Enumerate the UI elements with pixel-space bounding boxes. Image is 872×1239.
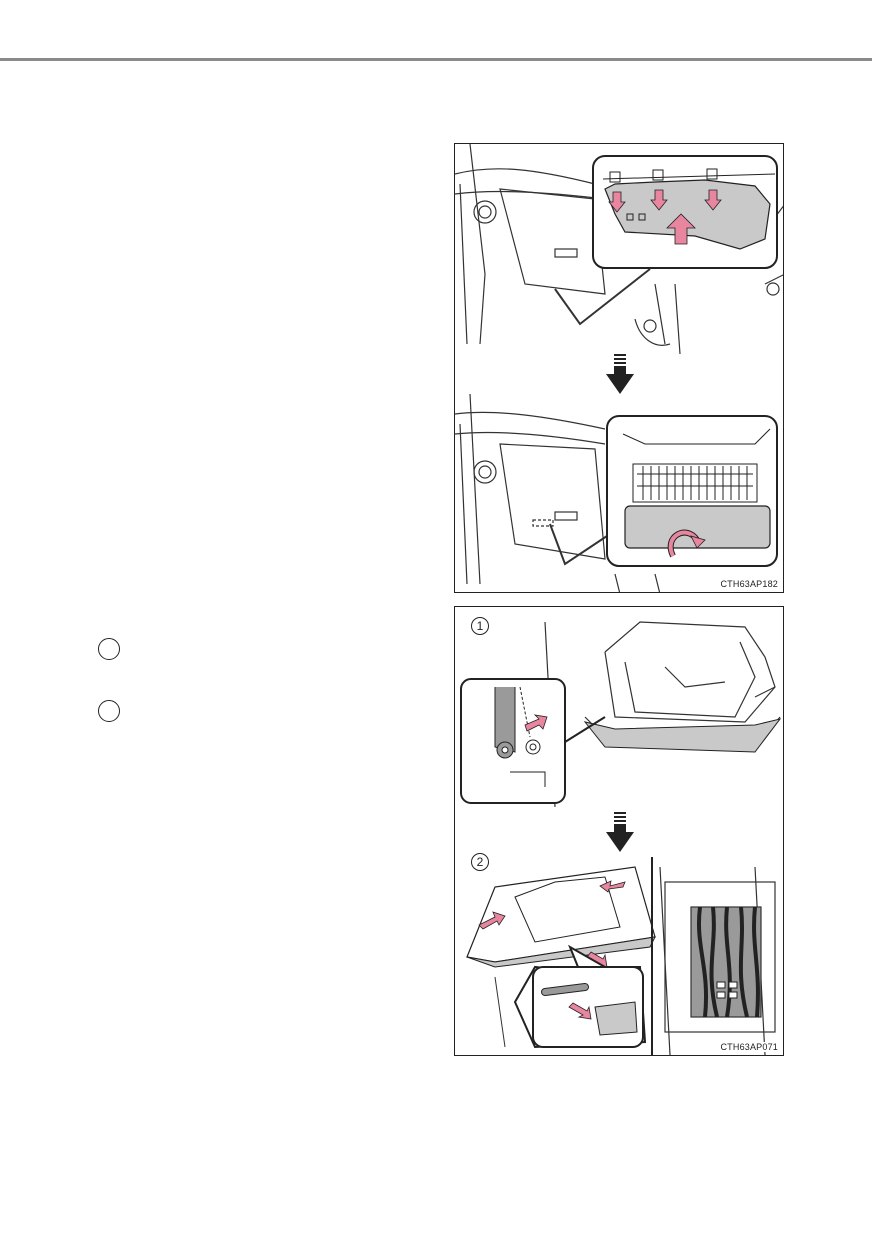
header-rule <box>0 58 872 61</box>
fig1-drawing <box>455 144 783 592</box>
down-arrow-icon <box>606 812 634 852</box>
down-arrow-icon <box>606 354 634 394</box>
figure-code: CTH63AP182 <box>719 579 779 589</box>
illustration-glovebox-removal: 1 2 CTH63AP071 <box>454 606 784 1056</box>
illustration-glovebox-cover: CTH63AP182 <box>454 143 784 593</box>
step-circle-icon <box>98 700 120 722</box>
fig2-drawing <box>460 621 782 1055</box>
figure-code: CTH63AP071 <box>719 1042 779 1052</box>
step-number-badge: 1 <box>471 617 489 635</box>
step-circle-icon <box>98 638 120 660</box>
step-number-badge: 2 <box>471 853 489 871</box>
